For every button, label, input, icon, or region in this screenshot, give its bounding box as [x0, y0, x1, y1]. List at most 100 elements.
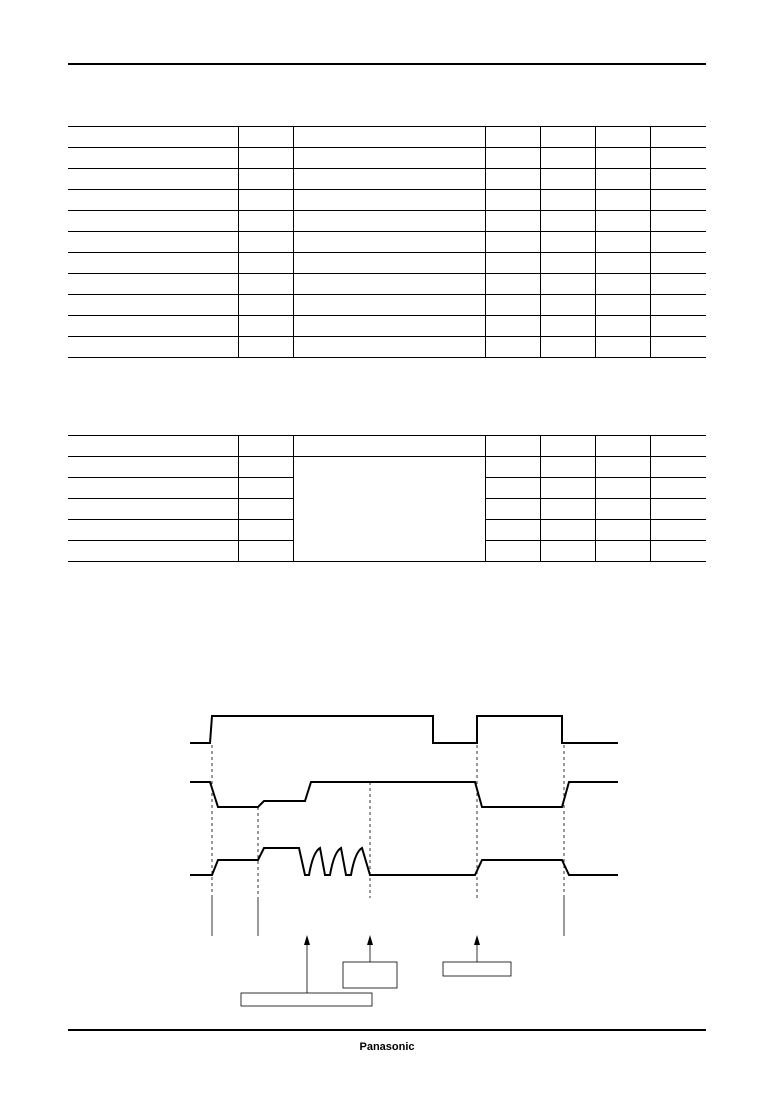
- table-cell: [292, 168, 485, 190]
- table-cell: [649, 210, 706, 232]
- table-row: [68, 519, 706, 541]
- table-cell: [649, 126, 706, 148]
- table-row: [68, 273, 706, 295]
- table-cell: [292, 336, 485, 358]
- table-cell: [539, 294, 595, 316]
- table-cell: [594, 210, 650, 232]
- table-cell: [649, 252, 706, 274]
- table-cell: [594, 231, 650, 253]
- table-cell: [539, 126, 595, 148]
- table-cell: [68, 294, 238, 316]
- table-cell: [484, 273, 540, 295]
- waveform-signal-1: [190, 715, 618, 744]
- table-cell: [68, 540, 238, 562]
- table-cell: [539, 315, 595, 337]
- table-cell: [68, 456, 238, 478]
- table-cell: [292, 456, 485, 562]
- table-cell: [594, 477, 650, 499]
- table-cell: [237, 273, 293, 295]
- table-row: [68, 498, 706, 520]
- table-cell: [649, 519, 706, 541]
- table-cell: [292, 147, 485, 169]
- table-cell: [68, 126, 238, 148]
- table-cell: [484, 147, 540, 169]
- table-cell: [484, 519, 540, 541]
- table-cell: [484, 540, 540, 562]
- table-cell: [68, 336, 238, 358]
- table-cell: [237, 231, 293, 253]
- table-cell: [649, 273, 706, 295]
- waveform-signal-3: [190, 846, 618, 876]
- table-cell: [68, 498, 238, 520]
- table-cell: [594, 519, 650, 541]
- table-cell: [649, 315, 706, 337]
- table-cell: [237, 252, 293, 274]
- table-cell: [649, 294, 706, 316]
- table-cell: [237, 294, 293, 316]
- table-cell: [237, 435, 293, 457]
- table-cell: [594, 168, 650, 190]
- table-cell: [237, 147, 293, 169]
- table-cell: [484, 294, 540, 316]
- table-cell: [594, 273, 650, 295]
- table-cell: [594, 336, 650, 358]
- brand-logo: Panasonic: [359, 1041, 415, 1053]
- table-cell: [292, 126, 485, 148]
- table-cell: [649, 498, 706, 520]
- arrow-up-icon: [474, 935, 480, 945]
- table-cell: [68, 231, 238, 253]
- table-cell: [484, 336, 540, 358]
- table-cell: [237, 189, 293, 211]
- table-cell: [484, 435, 540, 457]
- callout-box-3: [442, 961, 512, 977]
- table-cell: [68, 168, 238, 190]
- table-cell: [539, 168, 595, 190]
- arrow-up-icon: [367, 935, 373, 945]
- table-cell: [237, 126, 293, 148]
- table-cell: [484, 168, 540, 190]
- table-row: [68, 189, 706, 211]
- table-cell: [292, 231, 485, 253]
- table-cell: [68, 519, 238, 541]
- table-cell: [237, 315, 293, 337]
- table-row: [68, 126, 706, 148]
- table-cell: [594, 126, 650, 148]
- table-cell: [539, 498, 595, 520]
- table-row: [68, 540, 706, 562]
- table-cell: [237, 456, 293, 478]
- table-cell: [68, 435, 238, 457]
- table-cell: [539, 435, 595, 457]
- table-cell: [594, 540, 650, 562]
- table-row: [68, 147, 706, 169]
- table-cell: [68, 315, 238, 337]
- table-row: [68, 294, 706, 316]
- table-cell: [649, 336, 706, 358]
- table-cell: [68, 477, 238, 499]
- table-cell: [539, 147, 595, 169]
- header-rule: [68, 63, 706, 65]
- table-cell: [539, 273, 595, 295]
- table-cell: [292, 294, 485, 316]
- table-row: [68, 435, 706, 457]
- waveform-signal-2: [190, 781, 618, 808]
- table-cell: [237, 168, 293, 190]
- table-cell: [539, 336, 595, 358]
- table-row: [68, 477, 706, 499]
- table-cell: [484, 456, 540, 478]
- table-cell: [237, 498, 293, 520]
- table-cell: [237, 210, 293, 232]
- table-row: [68, 252, 706, 274]
- table-row: [68, 456, 706, 562]
- table-2-body: [68, 435, 706, 562]
- callout-box-2: [342, 961, 398, 989]
- footer-rule: [68, 1029, 706, 1031]
- table-cell: [539, 189, 595, 211]
- table-cell: [649, 456, 706, 478]
- table-cell: [292, 435, 485, 457]
- table-cell: [539, 210, 595, 232]
- table-cell: [292, 210, 485, 232]
- table-cell: [649, 147, 706, 169]
- table-cell: [594, 435, 650, 457]
- table-cell: [539, 540, 595, 562]
